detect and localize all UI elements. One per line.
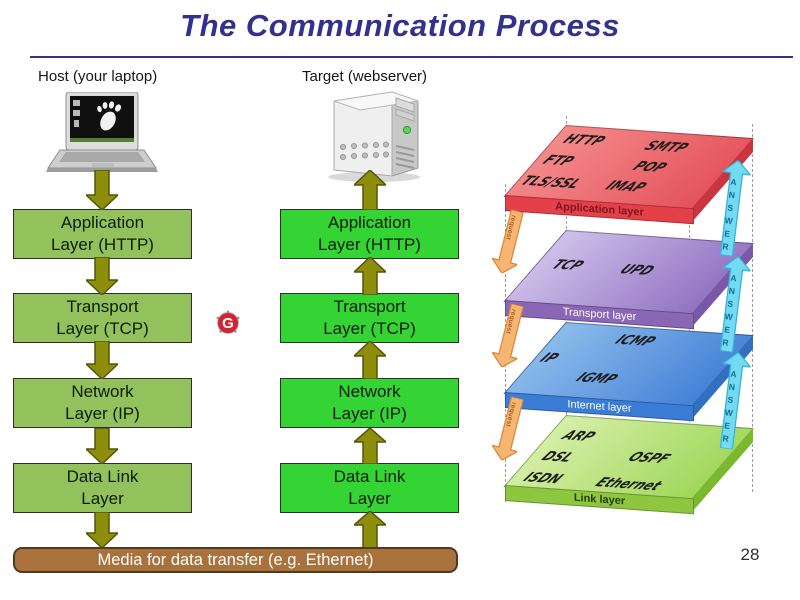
dashed-guide-line <box>752 124 753 492</box>
down-arrow-icon <box>86 512 118 548</box>
host-box-datalink-layer: Data Link Layer <box>13 463 192 513</box>
g-logo-icon: G <box>216 310 240 334</box>
host-label: Host (your laptop) <box>38 68 158 85</box>
protocol-label: DSL <box>538 447 579 465</box>
page-title: The Communication Process <box>180 8 620 43</box>
target-box-network-layer: Network Layer (IP) <box>280 378 459 428</box>
protocol-label: UPD <box>616 260 659 279</box>
up-arrow-icon <box>354 170 386 210</box>
layer-box-label: Application <box>60 213 145 233</box>
layer-box-label: Data Link <box>66 467 139 487</box>
page-number: 28 <box>740 545 760 564</box>
down-arrow-icon <box>86 428 118 464</box>
protocol-label: FTP <box>539 151 579 169</box>
request-arrow-icon: request <box>488 302 530 375</box>
server-icon <box>328 91 420 182</box>
target-label: Target (webserver) <box>302 68 428 85</box>
target-box-datalink-layer: Data Link Layer <box>280 463 459 513</box>
protocol-label: IMAP <box>601 177 651 195</box>
protocol-label: SMTP <box>640 137 693 156</box>
up-arrow-icon <box>354 511 386 548</box>
host-box-transport-layer: Transport Layer (TCP) <box>13 293 192 343</box>
layer-band-label: Internet layer <box>567 398 632 415</box>
media-bar: Media for data transfer (e.g. Ethernet) <box>13 547 458 573</box>
up-arrow-icon <box>354 257 386 295</box>
answer-arrow-icon: ANSWER <box>712 159 753 263</box>
protocol-label: ARP <box>558 427 600 445</box>
protocol-label: IP <box>536 349 564 366</box>
up-arrow-icon <box>354 428 386 464</box>
layer-box-label: Layer (HTTP) <box>51 235 154 254</box>
layer-box-label: Layer (TCP) <box>323 319 416 338</box>
layer-band-label: Link layer <box>573 491 626 508</box>
protocol-label: IGMP <box>572 368 623 387</box>
layer-box-label: Application <box>327 213 412 233</box>
protocol-label: TLS/SSL <box>516 172 586 192</box>
layer-box-label: Network <box>71 382 134 402</box>
layer-box-label: Layer (IP) <box>65 404 140 423</box>
layer-box-label: Layer (TCP) <box>56 319 149 338</box>
layer-band-label: Application layer <box>555 200 644 219</box>
down-arrow-icon <box>86 170 118 210</box>
laptop-icon <box>46 92 158 172</box>
g-badge-letter: G <box>222 315 234 332</box>
request-arrow-icon: request <box>488 208 530 281</box>
protocol-label: TCP <box>548 256 589 274</box>
request-arrow-icon: request <box>488 395 530 468</box>
down-arrow-icon <box>86 341 118 379</box>
media-bar-label: Media for data transfer (e.g. Ethernet) <box>97 550 374 569</box>
host-box-application-layer: Application Layer (HTTP) <box>13 209 192 259</box>
protocol-label: Ethernet <box>591 473 667 494</box>
title-divider <box>30 56 793 58</box>
layer-box-label: Transport <box>66 297 139 317</box>
layer-box-label: Transport <box>333 297 406 317</box>
host-box-network-layer: Network Layer (IP) <box>13 378 192 428</box>
protocol-label: HTTP <box>559 130 610 149</box>
protocol-label: ICMP <box>611 331 661 349</box>
layer-box-label: Layer (IP) <box>332 404 407 423</box>
up-arrow-icon <box>354 341 386 379</box>
layer-box-label: Network <box>338 382 401 402</box>
layer-box-label: Layer (HTTP) <box>318 235 421 254</box>
protocol-label: ISDN <box>519 468 568 487</box>
target-box-application-layer: Application Layer (HTTP) <box>280 209 459 259</box>
layer-box-label: Layer <box>348 489 391 508</box>
protocol-stack-diagram: HTTP FTP TLS/SSL SMTP POP IMAP Applicati… <box>488 98 768 515</box>
layer-box-label: Layer <box>81 489 124 508</box>
gnome-foot-icon <box>97 101 122 131</box>
layer-band-label: Transport layer <box>562 306 637 324</box>
protocol-label: OSPF <box>624 448 675 467</box>
answer-arrow-icon: ANSWER <box>712 351 753 456</box>
down-arrow-icon <box>86 257 118 295</box>
answer-arrow-icon: ANSWER <box>712 255 753 359</box>
protocol-label: POP <box>629 157 672 175</box>
target-box-transport-layer: Transport Layer (TCP) <box>280 293 459 343</box>
layer-box-label: Data Link <box>333 467 406 487</box>
